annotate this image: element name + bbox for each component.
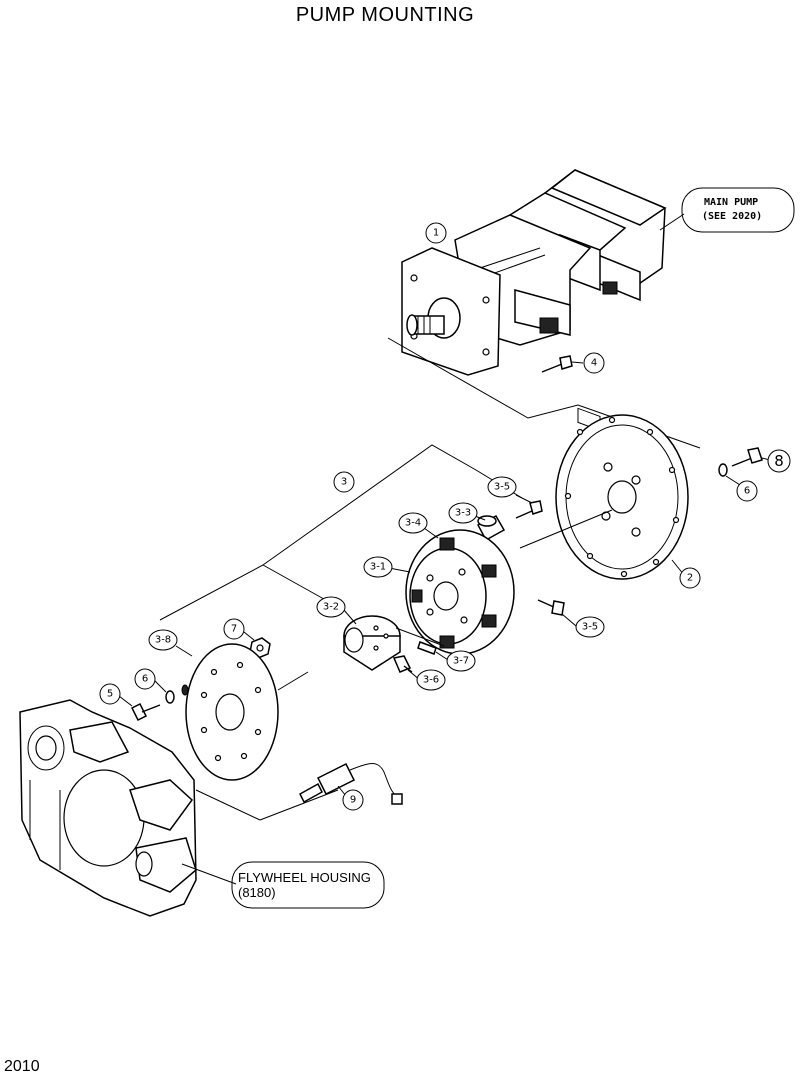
- flywheel-housing-note-box: [231, 861, 385, 909]
- main-pump: [401, 169, 667, 432]
- screw-3-6: [392, 655, 413, 673]
- page-title: PUMP MOUNTING: [295, 4, 475, 26]
- callout-3-7: 3-7: [453, 656, 469, 667]
- callout-6-left: 6: [142, 674, 148, 685]
- callout-3: 3: [341, 477, 347, 488]
- callout-2: 2: [687, 573, 693, 584]
- flywheel-housing: [19, 699, 197, 917]
- callout-6-right: 6: [744, 486, 750, 497]
- bolt-3-5-lower: [537, 599, 565, 616]
- callout-3-4: 3-4: [405, 518, 421, 529]
- bolt-4: [541, 355, 573, 373]
- callout-5: 5: [107, 689, 113, 700]
- callout-3-5-top: 3-5: [494, 482, 510, 493]
- washer-6-left: [165, 690, 175, 704]
- coupling-element: [405, 529, 515, 655]
- bolt-8: [731, 447, 763, 467]
- callout-3-3: 3-3: [455, 508, 471, 519]
- main-pump-note-line2: (SEE 2020): [702, 211, 762, 222]
- callout-3-5-lower: 3-5: [582, 622, 598, 633]
- callout-circles: [99, 222, 791, 811]
- callout-8: 8: [774, 452, 784, 470]
- callout-3-2: 3-2: [323, 602, 339, 613]
- plate-3-8: [185, 643, 279, 781]
- callout-3-8: 3-8: [155, 635, 171, 646]
- washer-6-right: [718, 463, 728, 477]
- callout-9: 9: [350, 795, 356, 806]
- callout-1: 1: [433, 228, 439, 239]
- flywheel-housing-note-line1: FLYWHEEL HOUSING: [238, 870, 371, 885]
- main-pump-note-box: [681, 187, 795, 233]
- flywheel-flange: [555, 414, 689, 580]
- hub-3-2: [343, 615, 401, 671]
- callout-4: 4: [591, 358, 597, 369]
- bolt-3-5-top: [515, 500, 543, 519]
- callout-3-1: 3-1: [370, 562, 386, 573]
- callout-7: 7: [231, 624, 237, 635]
- page-number: 2010: [4, 1058, 40, 1075]
- pin-3-7: [417, 641, 437, 655]
- sensor-9: [299, 762, 403, 805]
- callout-3-6: 3-6: [423, 675, 439, 686]
- main-pump-note-line1: MAIN PUMP: [704, 197, 758, 208]
- flywheel-housing-note-line2: (8180): [238, 885, 276, 900]
- bolt-5: [130, 702, 161, 722]
